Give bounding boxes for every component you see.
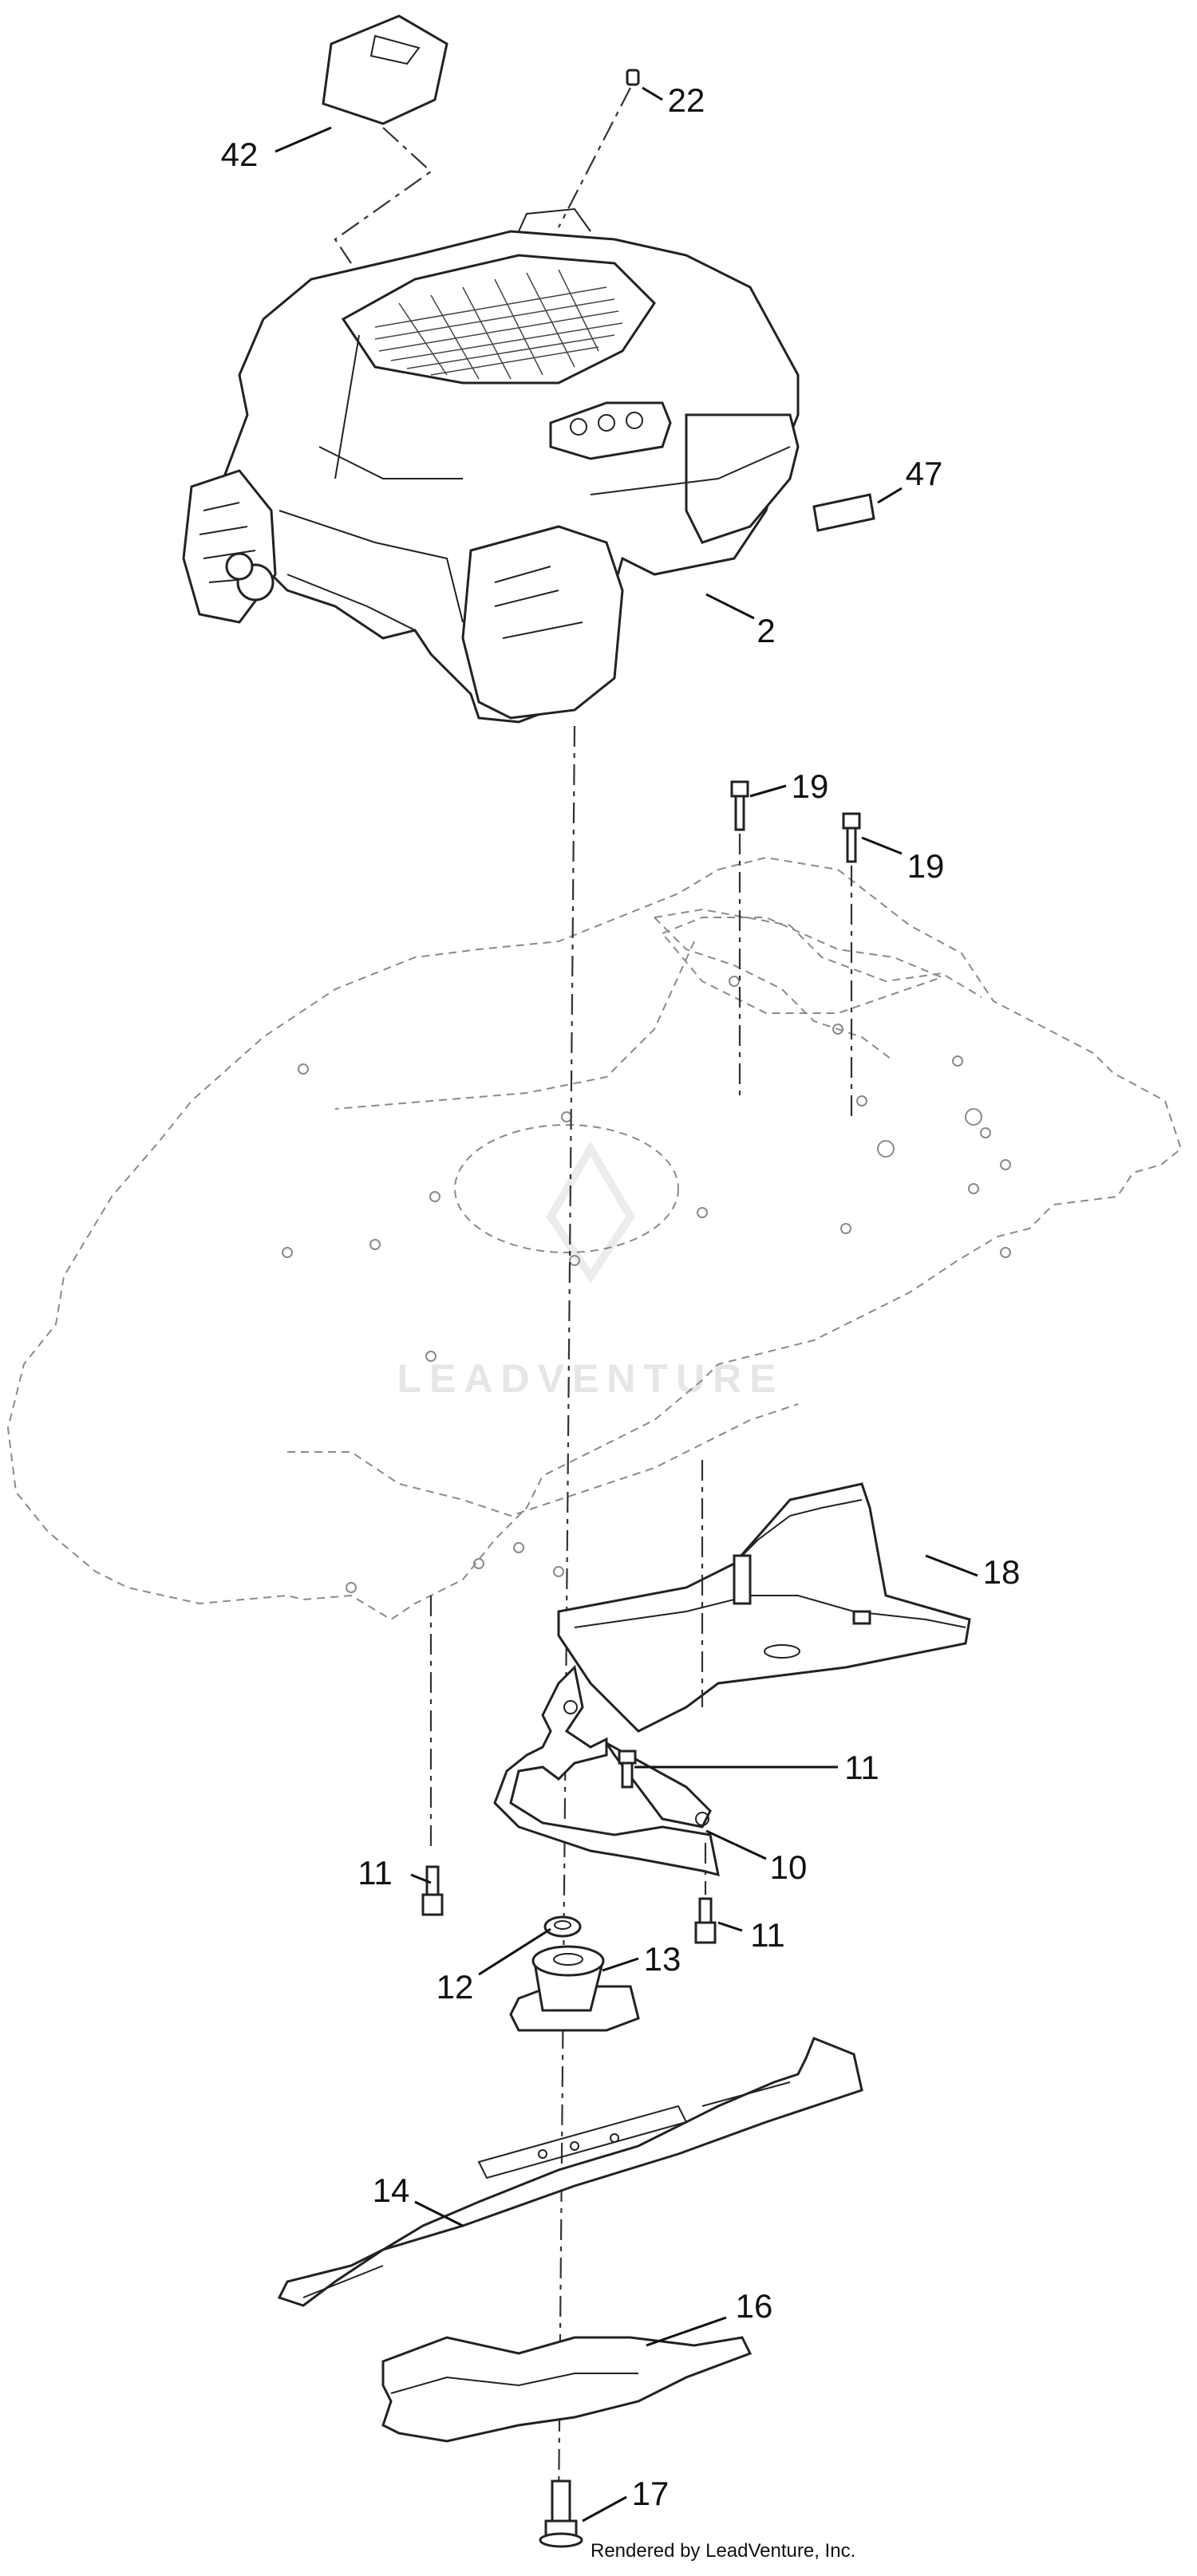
- callout-2: 2: [757, 612, 775, 649]
- part-12-washer: [543, 1915, 582, 1938]
- part-13-adapter: [509, 1945, 640, 2032]
- callout-14: 14: [373, 2172, 410, 2209]
- callout-19-upper: 19: [792, 767, 829, 805]
- render-credit: Rendered by LeadVenture, Inc.: [591, 2540, 855, 2562]
- part-14-blade: [277, 2037, 863, 2307]
- part-22-cap: [626, 69, 640, 86]
- callout-17: 17: [632, 2475, 670, 2512]
- watermark-text: LEADVENTURE: [397, 1356, 784, 1401]
- part-2-engine: [182, 207, 800, 724]
- callout-16: 16: [736, 2287, 773, 2325]
- callout-22: 22: [668, 81, 705, 119]
- part-17-bolt: [539, 2479, 583, 2548]
- part-11-bolt-upper: [618, 1750, 637, 1789]
- part-11-bolt-left: [421, 1865, 444, 1916]
- callout-11-right: 11: [750, 1916, 785, 1954]
- callout-12: 12: [437, 1968, 474, 2006]
- watermark: LEADVENTURE: [397, 1141, 784, 1401]
- callout-11-left: 11: [358, 1854, 393, 1892]
- callout-42: 42: [221, 136, 259, 173]
- mower-deck: [6, 856, 1183, 1621]
- callout-47: 47: [906, 455, 943, 492]
- part-19-bolt-left: [730, 780, 749, 831]
- callout-19-lower: 19: [907, 847, 945, 885]
- part-42-decal: [322, 14, 448, 125]
- callout-10: 10: [770, 1848, 808, 1886]
- callout-labels: 42 22 47 2 19 19 18 11 11 10 11 12 13 14…: [221, 81, 1021, 2512]
- part-47-label: [812, 493, 875, 532]
- part-11-bolt-right: [694, 1897, 717, 1944]
- leader-lines: [275, 86, 978, 2523]
- watermark-logo-icon: [546, 1141, 635, 1284]
- part-19-bolt-right: [842, 812, 861, 863]
- assembly-line-42: [334, 127, 433, 264]
- part-18-baffle: [557, 1482, 971, 1733]
- callout-18: 18: [983, 1553, 1021, 1591]
- callout-11-upper: 11: [844, 1749, 879, 1786]
- assembly-line-22: [558, 87, 631, 228]
- part-16-blade: [381, 2336, 753, 2443]
- callout-13: 13: [644, 1940, 681, 1978]
